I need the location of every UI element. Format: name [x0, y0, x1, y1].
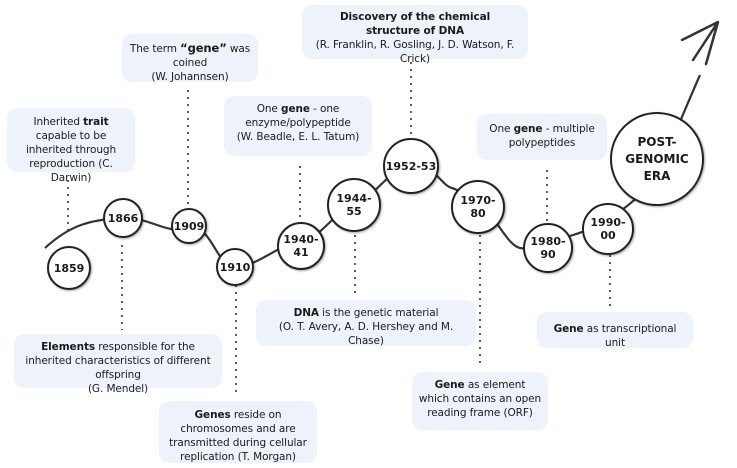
box-orf: Gene as element which contains an open r…: [412, 372, 548, 430]
node-1970-80: 1970-80: [451, 180, 505, 234]
box-mendel: Elements responsible for the inherited c…: [14, 334, 222, 395]
box-avery: DNA is the genetic material (O. T. Avery…: [256, 300, 476, 347]
box-johannsen: The term “gene” was coined (W. Johannsen…: [122, 34, 258, 83]
node-1952-53: 1952-53: [383, 138, 439, 194]
node-1990-00: 1990-00: [582, 203, 634, 255]
node-post-genomic-era: POST-GENOMIC ERA: [610, 112, 704, 206]
box-multiple: One gene - multiple polypeptides: [477, 114, 607, 160]
node-1980-90: 1980-90: [523, 223, 573, 273]
box-transcriptional: Gene as transcriptional unit: [537, 312, 693, 349]
box-dna-structure: Discovery of the chemical structure of D…: [302, 5, 528, 65]
arrow-head: [680, 20, 720, 66]
node-1940-41: 1940-41: [277, 222, 325, 270]
node-1866: 1866: [103, 198, 143, 238]
node-1859: 1859: [47, 246, 91, 290]
box-beadle: One gene - one enzyme/polypeptide (W. Be…: [224, 96, 372, 156]
node-1909: 1909: [171, 208, 207, 244]
box-morgan: Genes reside on chromosomes and are tran…: [159, 401, 317, 463]
box-darwin: Inherited trait capable to be inherited …: [7, 108, 135, 184]
node-1944-55: 1944-55: [327, 178, 381, 232]
node-1910: 1910: [216, 248, 254, 286]
